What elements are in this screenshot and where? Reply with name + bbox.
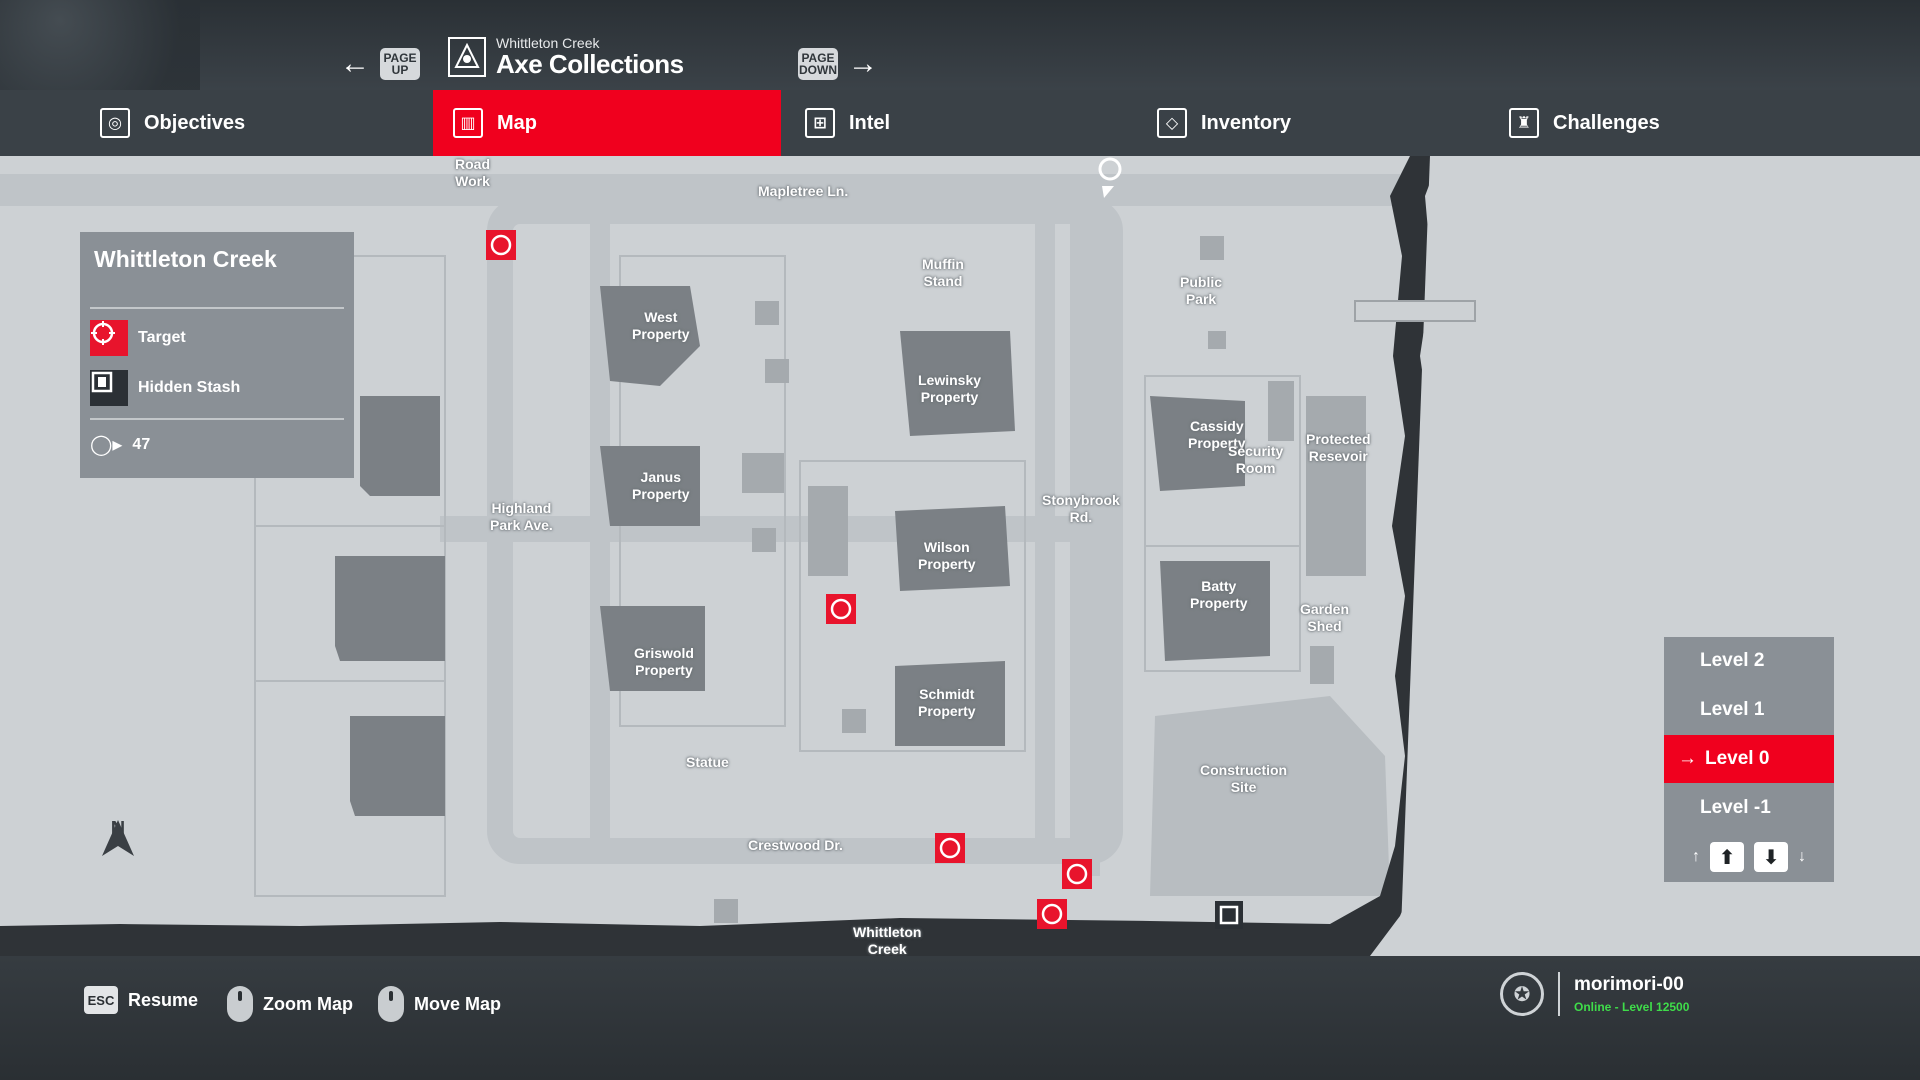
label-griswold-property: Griswold Property (634, 645, 694, 678)
profile-emblem-icon: ✪ (1500, 972, 1544, 1016)
compass-arrow-icon (102, 820, 134, 856)
move-map-hint[interactable]: Move Map (378, 986, 501, 1022)
label-construction-site: Construction Site (1200, 762, 1288, 795)
tab-challenges[interactable]: ♜ Challenges (1509, 90, 1660, 156)
esc-key[interactable]: ESC (84, 986, 118, 1014)
legend-stash-label: Hidden Stash (138, 379, 241, 396)
resume-label: Resume (128, 989, 199, 1010)
tab-objectives[interactable]: ◎ Objectives (100, 90, 245, 156)
label-public-park: Public Park (1180, 274, 1223, 307)
legend-divider (90, 307, 344, 309)
label-road-work: Road Work (455, 156, 490, 189)
legend-player-label: 47 (132, 435, 151, 453)
legend-stash-row: Hidden Stash (90, 370, 240, 406)
arrow-right-icon: → (1678, 748, 1697, 769)
level-0-label: Level 0 (1705, 748, 1770, 769)
label-wilson-property: Wilson Property (918, 539, 976, 572)
label-stonybrook-rd: Stonybrook Rd. (1042, 492, 1120, 525)
legend-target-label: Target (138, 329, 186, 346)
online-status: Online - Level 12500 (1574, 1000, 1690, 1014)
tab-challenges-label: Challenges (1553, 111, 1660, 134)
header-foliage-decoration (0, 0, 200, 90)
tab-bar: ◎ Objectives ▥ Map ⊞ Intel ◇ Inventory ♜… (0, 90, 1920, 156)
tab-map[interactable]: ▥ Map (433, 90, 781, 156)
map-legend: Whittleton Creek Target Hidden Stash ◯▸ … (80, 232, 354, 478)
level-up-key[interactable]: ⬆ (1710, 842, 1744, 872)
label-janus-property: Janus Property (632, 469, 690, 502)
player-47-icon: ◯▸ (90, 434, 123, 456)
label-security-room: Security Room (1228, 443, 1284, 476)
legend-title: Whittleton Creek (94, 246, 277, 272)
tab-map-label: Map (497, 111, 537, 134)
contract-location: Whittleton Creek (496, 35, 600, 51)
label-batty-property: Batty Property (1190, 578, 1248, 611)
page-down-nav[interactable]: PAGE DOWN → (798, 48, 878, 80)
bottom-bar: ESC Resume Zoom Map Move Map ✪ morimori-… (0, 956, 1920, 1080)
legend-player-row: ◯▸ 47 (90, 432, 150, 457)
legend-divider-2 (90, 418, 344, 420)
hidden-stash-icon (90, 370, 128, 406)
mouse-icon (378, 986, 404, 1022)
target-icon (90, 320, 128, 356)
label-lewinsky-property: Lewinsky Property (918, 372, 982, 405)
level-keys: ↑ ⬆ ⬇ ↓ (1664, 837, 1834, 877)
label-west-property: West Property (632, 309, 690, 342)
small-up-arrow-icon: ↑ (1692, 848, 1700, 865)
contract-skull-icon (448, 37, 486, 77)
label-crestwood-dr: Crestwood Dr. (748, 837, 843, 853)
label-schmidt-property: Schmidt Property (918, 686, 976, 719)
legend-target-row: Target (90, 320, 186, 356)
target-ring-icon: ◎ (100, 108, 130, 138)
box-icon: ◇ (1157, 108, 1187, 138)
page-down-key[interactable]: PAGE DOWN (798, 48, 838, 80)
resume-hint[interactable]: ESC Resume (84, 986, 198, 1014)
label-statue: Statue (686, 754, 729, 770)
map-icon: ▥ (453, 108, 483, 138)
level-2-option[interactable]: Level 2 (1700, 650, 1765, 671)
page-up-nav[interactable]: ← PAGE UP (340, 48, 420, 80)
level-0-option[interactable]: → Level 0 (1664, 735, 1834, 783)
label-cassidy-property: Cassidy Property (1188, 418, 1246, 451)
page-up-key[interactable]: PAGE UP (380, 48, 420, 80)
small-down-arrow-icon: ↓ (1798, 848, 1806, 865)
arrow-right-icon: → (848, 47, 878, 80)
tab-intel[interactable]: ⊞ Intel (805, 90, 890, 156)
mouse-wheel-icon (227, 986, 253, 1022)
profile-block: ✪ morimori-00 Online - Level 12500 (1500, 972, 1689, 1016)
tab-objectives-label: Objectives (144, 111, 246, 134)
level-map[interactable]: Whittleton Creek Target Hidden Stash ◯▸ … (0, 156, 1920, 956)
contract-title-block: Whittleton Creek Axe Collections (448, 36, 684, 78)
tab-inventory-label: Inventory (1201, 111, 1292, 134)
level-down-key[interactable]: ⬇ (1754, 842, 1788, 872)
label-highland-park-ave: Highland Park Ave. (490, 500, 553, 533)
label-mapletree-ln: Mapletree Ln. (758, 183, 849, 199)
label-garden-shed: Garden Shed (1300, 601, 1350, 634)
zoom-map-label: Zoom Map (263, 993, 353, 1014)
zoom-map-hint[interactable]: Zoom Map (227, 986, 353, 1022)
level-minus-1-option[interactable]: Level -1 (1700, 797, 1771, 818)
contract-title: Axe Collections (496, 49, 684, 79)
intel-icon: ⊞ (805, 108, 835, 138)
move-map-label: Move Map (414, 993, 502, 1014)
trophy-icon: ♜ (1509, 108, 1539, 138)
username: morimori-00 (1574, 974, 1684, 995)
compass: N (98, 818, 138, 856)
label-muffin-stand: Muffin Stand (922, 256, 964, 289)
tab-inventory[interactable]: ◇ Inventory (1157, 90, 1291, 156)
level-selector: Level 2 Level 1 → Level 0 Level -1 ↑ ⬆ ⬇… (1664, 637, 1834, 882)
label-protected-reservoir: Protected Resevoir (1306, 431, 1371, 464)
profile-divider (1558, 972, 1560, 1016)
arrow-left-icon: ← (340, 47, 370, 80)
level-1-option[interactable]: Level 1 (1700, 699, 1765, 720)
top-header: ← PAGE UP Whittleton Creek Axe Collectio… (0, 0, 1920, 90)
label-whittleton-creek: Whittleton Creek (853, 924, 922, 956)
tab-intel-label: Intel (849, 111, 891, 134)
